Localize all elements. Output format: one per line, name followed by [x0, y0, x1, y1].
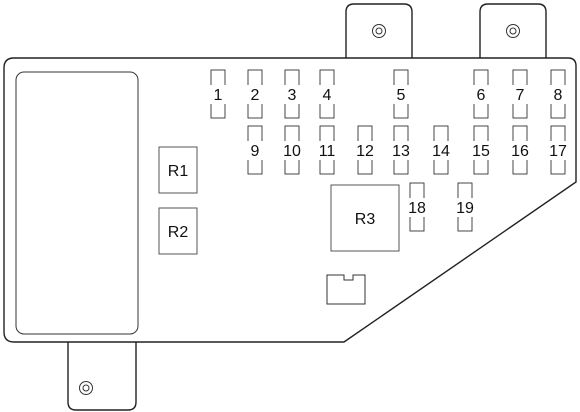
fuse-13: 13 [391, 125, 411, 175]
fuse-label: 6 [477, 87, 486, 104]
mounting-tab-top-center [345, 3, 413, 58]
fuse-label: 5 [397, 87, 406, 104]
fuse-label: 18 [408, 200, 426, 217]
fuse-label: 17 [549, 143, 567, 160]
relay-body [158, 207, 198, 255]
mounting-tab-top-right [479, 3, 547, 58]
fuse-label: 2 [251, 87, 260, 104]
fuse-4: 4 [317, 69, 337, 119]
fuse-15: 15 [471, 125, 491, 175]
fuse-12: 12 [355, 125, 375, 175]
relay-body [158, 146, 198, 194]
fuse-9: 9 [245, 125, 265, 175]
fuse-label: 10 [283, 143, 301, 160]
fuse-label: 11 [319, 143, 336, 160]
fuse-label: 1 [214, 87, 223, 104]
fuse-label: 15 [472, 143, 490, 160]
fuse-3: 3 [282, 69, 302, 119]
relay-body [330, 184, 400, 252]
fuse-label: 7 [516, 87, 525, 104]
relay-r3: R3 [330, 184, 400, 252]
fuse-label: 12 [356, 143, 374, 160]
fuse-14: 14 [431, 125, 451, 175]
fuse-box-housing [3, 57, 577, 343]
fuse-label: 8 [554, 87, 563, 104]
fuse-17: 17 [548, 125, 568, 175]
fuse-label: 4 [323, 87, 332, 104]
fuse-1: 1 [208, 69, 228, 119]
fuse-5: 5 [391, 69, 411, 119]
fuse-10: 10 [282, 125, 302, 175]
fuse-label: 14 [432, 143, 450, 160]
fuse-18: 18 [407, 182, 427, 232]
fuse-6: 6 [471, 69, 491, 119]
mounting-tab-bottom-left [67, 342, 137, 411]
relay-label: R2 [168, 224, 189, 241]
fuse-2: 2 [245, 69, 265, 119]
relay-r1: R1 [158, 146, 198, 194]
fuse-16: 16 [510, 125, 530, 175]
relay-label: R1 [168, 163, 189, 180]
fuse-7: 7 [510, 69, 530, 119]
fuse-11: 11 [317, 125, 337, 175]
connector-icon [326, 274, 366, 305]
fuse-19: 19 [455, 182, 475, 232]
fuse-label: 13 [392, 143, 410, 160]
fuse-label: 9 [251, 143, 260, 160]
fuse-label: 16 [511, 143, 529, 160]
fuse-label: 3 [288, 87, 297, 104]
fuse-8: 8 [548, 69, 568, 119]
left-compartment [15, 71, 139, 335]
relay-r2: R2 [158, 207, 198, 255]
fuse-label: 19 [456, 200, 474, 217]
relay-label: R3 [355, 211, 376, 228]
